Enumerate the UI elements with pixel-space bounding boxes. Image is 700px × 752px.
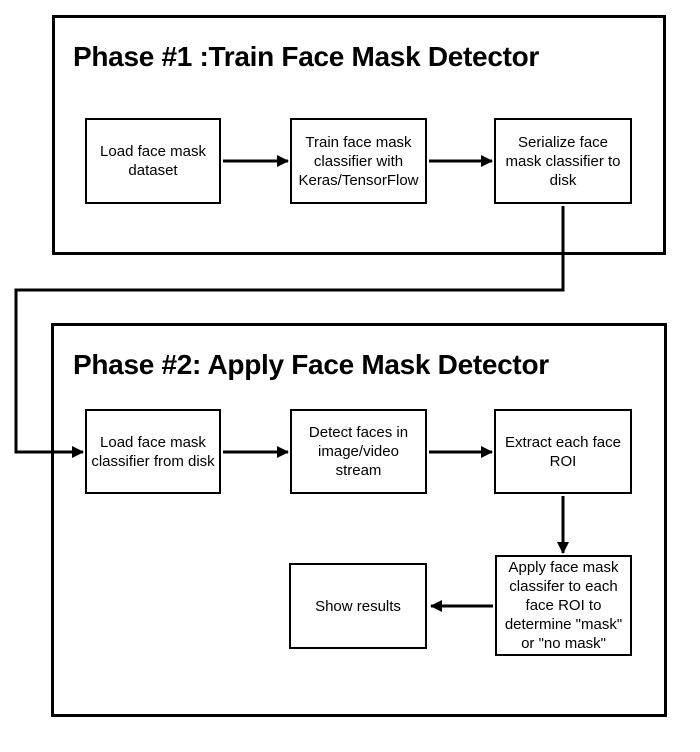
node-show-results: Show results [289,563,427,649]
node-serialize-classifier-label: Serialize face mask classifier to disk [505,133,621,189]
node-apply-classifier-label: Apply face mask classifer to each face R… [504,559,623,652]
phase1-title: Phase #1 :Train Face Mask Detector [73,41,540,72]
phase2-title: Phase #2: Apply Face Mask Detector [73,349,549,380]
node-apply-classifier: Apply face mask classifer to each face R… [495,555,632,656]
node-detect-faces: Detect faces in image/video stream [290,409,427,494]
node-train-classifier-label: Train face mask classifier with Keras/Te… [298,133,419,189]
node-serialize-classifier: Serialize face mask classifier to disk [494,118,632,204]
node-extract-roi: Extract each face ROI [494,409,632,494]
node-load-classifier: Load face mask classifier from disk [85,409,221,494]
node-load-classifier-label: Load face mask classifier from disk [91,433,215,470]
node-show-results-label: Show results [315,597,401,615]
node-extract-roi-label: Extract each face ROI [505,433,621,470]
node-train-classifier: Train face mask classifier with Keras/Te… [290,118,427,204]
node-load-dataset-label: Load face mask dataset [100,143,206,179]
node-detect-faces-label: Detect faces in image/video stream [308,424,409,479]
node-load-dataset: Load face mask dataset [85,118,221,204]
phase2-container [51,323,667,717]
